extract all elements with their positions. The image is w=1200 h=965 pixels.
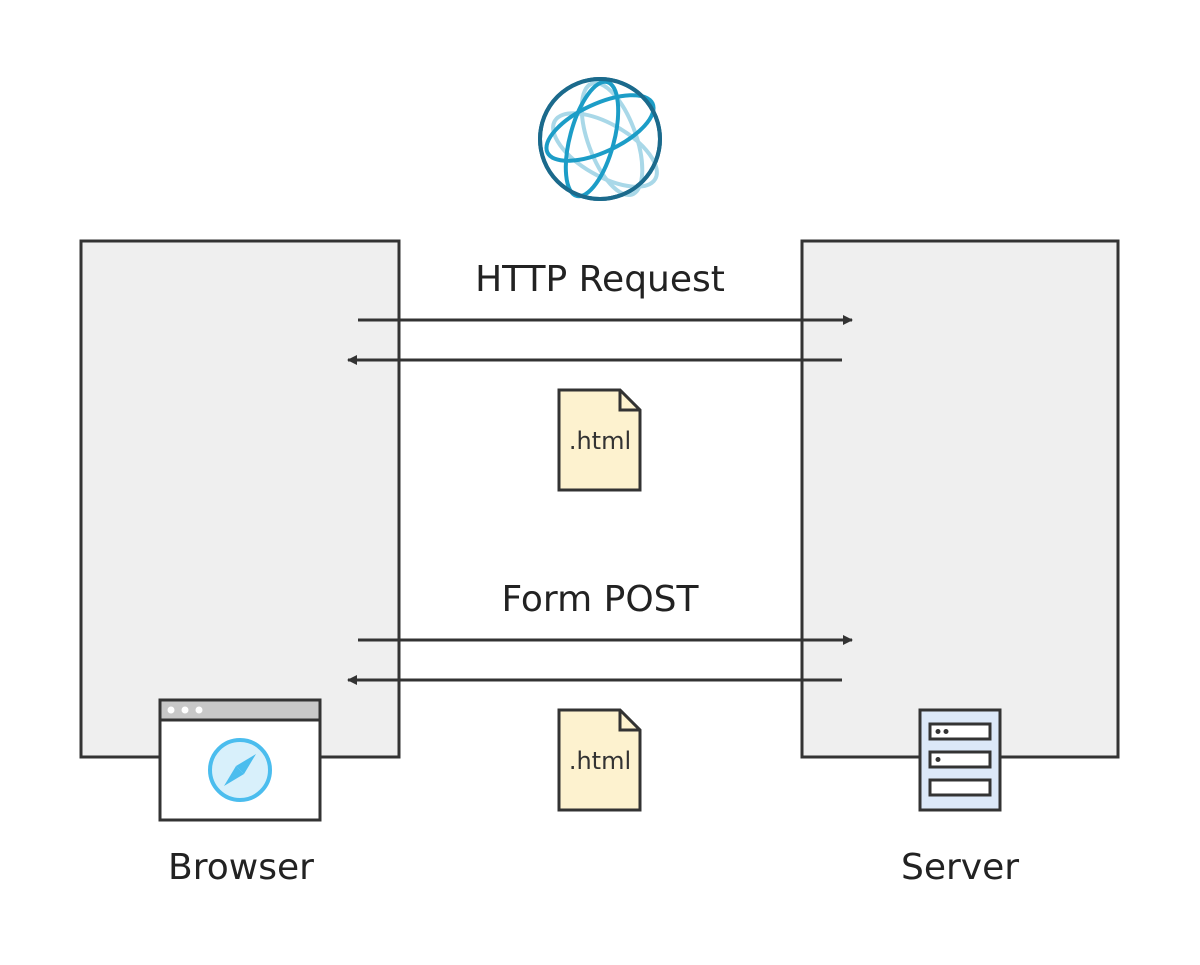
compass-icon — [208, 738, 272, 802]
browser-label: Browser — [168, 847, 314, 888]
html-file-icon: .html — [557, 388, 642, 492]
globe-icon — [538, 77, 662, 201]
form-post-label: Form POST — [501, 579, 699, 620]
html-file-label: .html — [569, 427, 631, 455]
http-request-exchange: HTTP Request .html — [347, 259, 853, 492]
http-request-label: HTTP Request — [475, 259, 725, 300]
server-icon — [918, 708, 1002, 812]
browser-window-icon — [158, 698, 322, 822]
form-post-exchange: Form POST .html — [347, 579, 853, 812]
server-label: Server — [901, 847, 1019, 888]
html-file-label: .html — [569, 747, 631, 775]
server-panel — [800, 239, 1120, 759]
html-file-icon: .html — [557, 708, 642, 812]
